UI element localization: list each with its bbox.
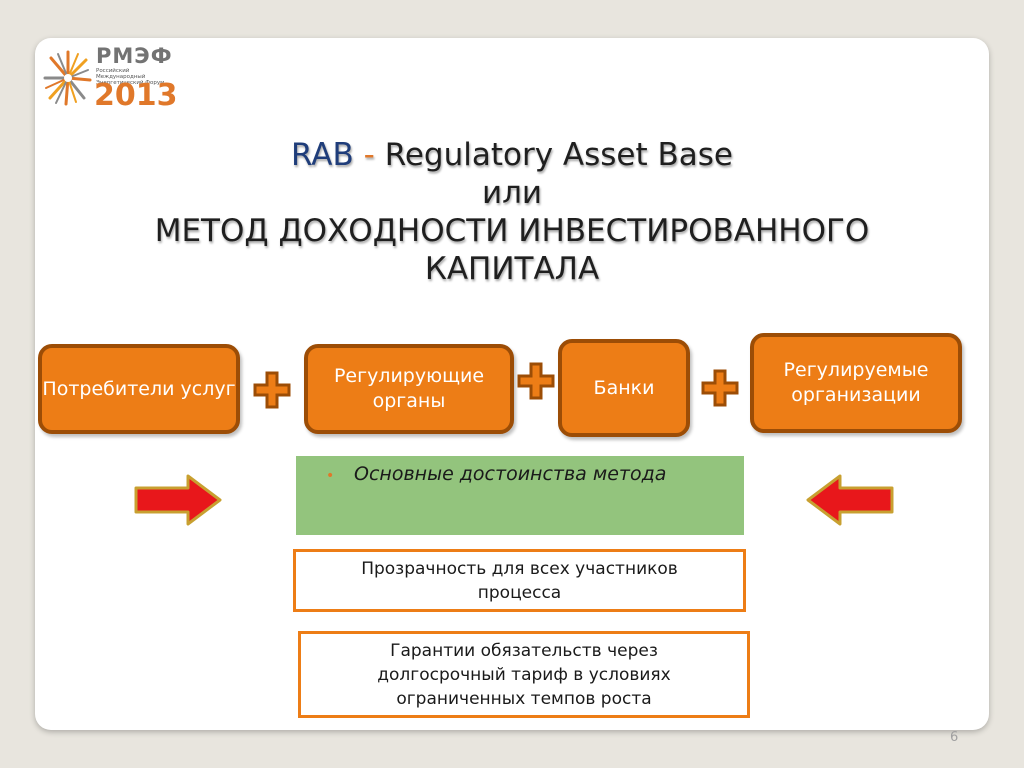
logo-year: 2013 [94, 78, 178, 113]
title-line-2: или [481, 175, 543, 211]
plus-icon [517, 362, 555, 400]
title-dash: - [363, 137, 375, 173]
plus-icon [701, 369, 739, 407]
page-number: 6 [950, 730, 959, 745]
title-line-3: МЕТОД ДОХОДНОСТИ ИНВЕСТИРОВАННОГО [154, 213, 870, 249]
logo-name: РМЭФ [96, 44, 173, 68]
title-rab: RAB [291, 137, 354, 173]
arrow-right-icon [134, 474, 222, 526]
participant-consumers: Потребители услуг [38, 344, 240, 434]
title-line-1: RAB - Regulatory Asset Base [60, 136, 964, 174]
title-line-4: КАПИТАЛА [424, 251, 600, 287]
arrow-left-icon [806, 474, 894, 526]
logo: РМЭФ Российский Международный Энергетиче… [42, 44, 182, 114]
participant-regulated-orgs: Регулируемые организации [750, 333, 962, 433]
method-panel: • Основные достоинства метода [296, 456, 744, 535]
advantage-transparency: Прозрачность для всех участников процесс… [293, 549, 746, 612]
logo-subtitle: Российский Международный Энергетический … [96, 68, 165, 86]
title-english: Regulatory Asset Base [384, 137, 733, 173]
participant-banks: Банки [558, 339, 690, 437]
participant-regulators: Регулирующие органы [304, 344, 514, 434]
method-heading: Основные достоинства метода [354, 463, 667, 485]
bullet-marker: • [326, 468, 335, 484]
advantage-guarantees: Гарантии обязательств через долгосрочный… [298, 631, 750, 718]
slide-title: RAB - Regulatory Asset Base или МЕТОД ДО… [60, 136, 964, 288]
star-burst-icon [43, 50, 92, 106]
plus-icon [253, 371, 291, 409]
